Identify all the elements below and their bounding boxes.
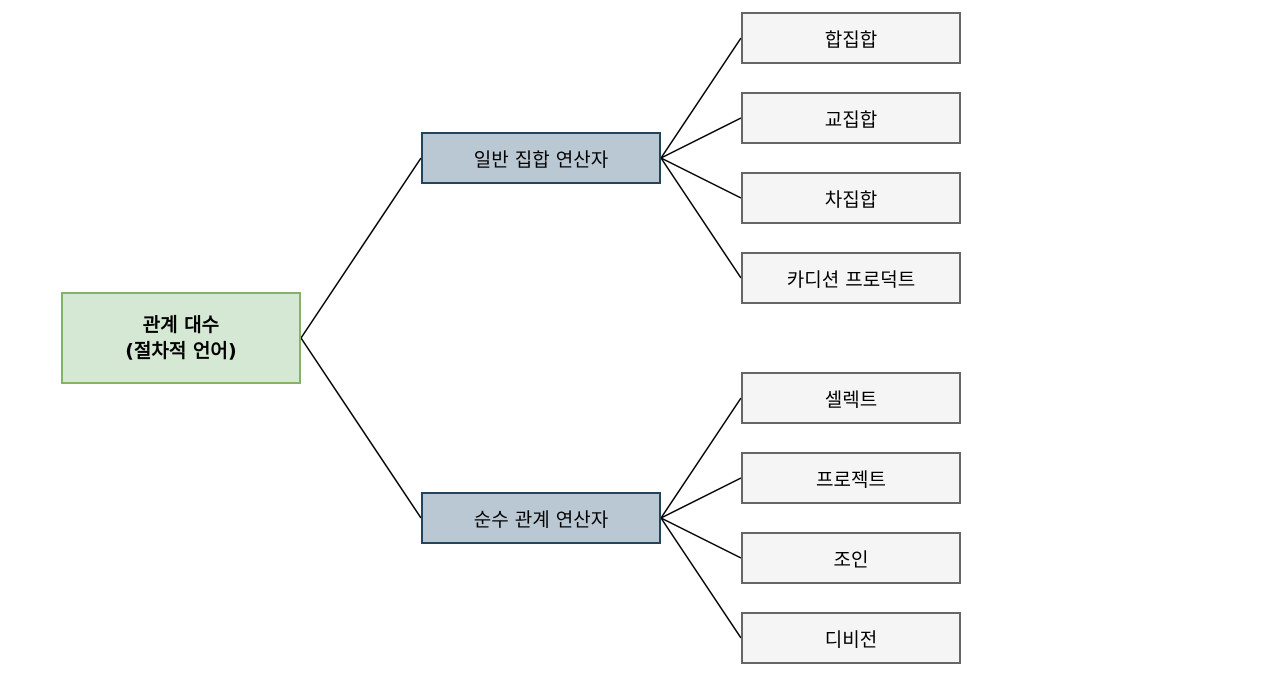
root-node-line-1: 관계 대수 <box>142 314 220 336</box>
leaf-node-label: 합집합 <box>824 28 878 51</box>
leaf-node-union: 합집합 <box>741 12 961 64</box>
leaf-node-label: 조인 <box>833 548 869 571</box>
leaf-node-intersection: 교집합 <box>741 92 961 144</box>
leaf-node-label: 교집합 <box>824 108 878 131</box>
leaf-node-project: 프로젝트 <box>741 452 961 504</box>
branch-node-set-operators: 일반 집합 연산자 <box>421 132 661 184</box>
connector-branch-2-leaf-2 <box>660 477 742 519</box>
leaf-node-join: 조인 <box>741 532 961 584</box>
leaf-node-select: 셀렉트 <box>741 372 961 424</box>
root-node-line-2: (절차적 언어) <box>125 340 237 362</box>
leaf-node-division: 디비전 <box>741 612 961 664</box>
connector-branch-1-leaf-2 <box>660 117 742 159</box>
connector-branch-2-leaf-4 <box>660 517 742 639</box>
leaf-node-label: 프로젝트 <box>816 468 886 491</box>
connector-branch-2-leaf-3 <box>660 517 742 559</box>
root-node-relational-algebra: 관계 대수 (절차적 언어) <box>61 292 301 384</box>
leaf-node-label: 카디션 프로덕트 <box>786 268 916 291</box>
leaf-node-label: 차집합 <box>824 188 878 211</box>
connector-branch-1-leaf-1 <box>660 37 742 159</box>
leaf-node-label: 셀렉트 <box>824 388 878 411</box>
connector-root-branch-1 <box>300 157 422 339</box>
leaf-node-cartesian-product: 카디션 프로덕트 <box>741 252 961 304</box>
connector-root-branch-2 <box>300 337 422 519</box>
connector-branch-2-leaf-1 <box>660 397 742 519</box>
branch-node-label: 순수 관계 연산자 <box>473 508 609 531</box>
connector-branch-1-leaf-3 <box>660 157 742 199</box>
connector-branch-1-leaf-4 <box>660 157 742 279</box>
leaf-node-difference: 차집합 <box>741 172 961 224</box>
branch-node-label: 일반 집합 연산자 <box>473 148 609 171</box>
leaf-node-label: 디비전 <box>824 628 878 651</box>
branch-node-relational-operators: 순수 관계 연산자 <box>421 492 661 544</box>
